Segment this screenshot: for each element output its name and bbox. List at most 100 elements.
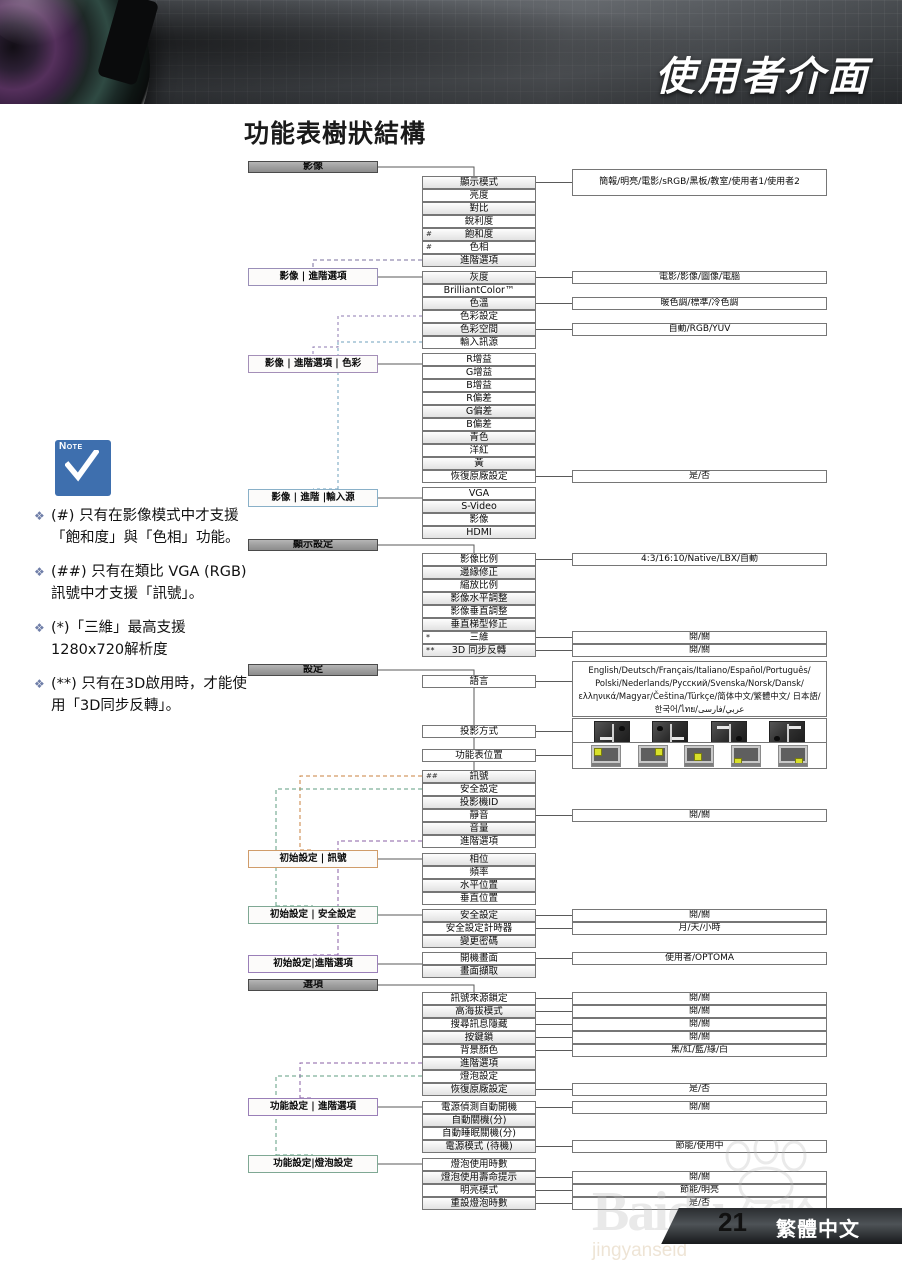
menu-item[interactable]: 影像 — [422, 513, 536, 526]
menu-item-label: 輸入訊源 — [459, 336, 498, 348]
menu-item[interactable]: 顯示模式 — [422, 176, 536, 189]
projection-icon-4[interactable] — [768, 720, 805, 743]
menu-item[interactable]: 頻率 — [422, 866, 536, 879]
menu-position-icon-5[interactable] — [777, 744, 808, 767]
menu-item[interactable]: 燈泡使用壽命提示 — [422, 1171, 536, 1184]
menu-item[interactable]: 靜音 — [422, 809, 536, 822]
menu-item[interactable]: 重設燈泡時數 — [422, 1197, 536, 1210]
menu-item[interactable]: 對比 — [422, 202, 536, 215]
menu-item[interactable]: B增益 — [422, 379, 536, 392]
menu-item[interactable]: 變更密碼 — [422, 935, 536, 948]
note-icon-label: Note — [59, 441, 83, 452]
menu-item[interactable]: 安全設定計時器 — [422, 922, 536, 935]
menu-item[interactable]: 色彩設定 — [422, 310, 536, 323]
menu-item[interactable]: 色溫 — [422, 297, 536, 310]
menu-item[interactable]: 進階選項 — [422, 254, 536, 267]
menu-item[interactable]: 電源模式 (待機) — [422, 1140, 536, 1153]
menu-item-label: S-Video — [461, 500, 497, 512]
menu-item[interactable]: 安全設定 — [422, 783, 536, 796]
menu-item[interactable]: 垂直梯型修正 — [422, 618, 536, 631]
menu-item[interactable]: 銳利度 — [422, 215, 536, 228]
menu-item[interactable]: R偏差 — [422, 392, 536, 405]
menu-item[interactable]: 畫面擷取 — [422, 965, 536, 978]
menu-item[interactable]: 輸入訊源 — [422, 336, 536, 349]
menu-item[interactable]: BrilliantColor™ — [422, 284, 536, 297]
menu-item[interactable]: 明亮模式 — [422, 1184, 536, 1197]
note-bullet-icon: ❖ — [34, 677, 45, 691]
menu-item[interactable]: 影像比例 — [422, 553, 536, 566]
menu-item[interactable]: 色相# — [422, 241, 536, 254]
menu-item-label: 銳利度 — [464, 215, 494, 227]
menu-item[interactable]: HDMI — [422, 526, 536, 539]
menu-item[interactable]: B偏差 — [422, 418, 536, 431]
menu-item[interactable]: 投影方式 — [422, 725, 536, 738]
menu-item[interactable]: R增益 — [422, 353, 536, 366]
menu-item[interactable]: 相位 — [422, 853, 536, 866]
menu-item[interactable]: 飽和度# — [422, 228, 536, 241]
menu-item[interactable]: 語言 — [422, 675, 536, 688]
menu-item[interactable]: 恢復原廠設定 — [422, 1083, 536, 1096]
menu-position-icon-1[interactable] — [591, 744, 622, 767]
menu-item[interactable]: 洋紅 — [422, 444, 536, 457]
menu-item[interactable]: 自動關機(分) — [422, 1114, 536, 1127]
menu-item[interactable]: 縮放比例 — [422, 579, 536, 592]
menu-item[interactable]: 進階選項 — [422, 1057, 536, 1070]
menu-item[interactable]: 邊緣修正 — [422, 566, 536, 579]
menu-item[interactable]: 背景顏色 — [422, 1044, 536, 1057]
menu-item[interactable]: 垂直位置 — [422, 892, 536, 905]
menu-item[interactable]: 水平位置 — [422, 879, 536, 892]
submenu-image-advanced-color[interactable]: 影像 | 進階選項 | 色彩 — [248, 355, 378, 373]
menu-item[interactable]: 色彩空間 — [422, 323, 536, 336]
root-display[interactable]: 顯示設定 — [248, 539, 378, 551]
menu-position-icon-4[interactable] — [731, 744, 762, 767]
menu-item[interactable]: 黃 — [422, 457, 536, 470]
submenu-function-advanced[interactable]: 功能設定 | 進階選項 — [248, 1098, 378, 1116]
menu-item[interactable]: 自動睡眠關機(分) — [422, 1127, 536, 1140]
projection-icon-1[interactable] — [594, 720, 631, 743]
menu-item[interactable]: 恢復原廠設定 — [422, 470, 536, 483]
menu-item[interactable]: 灰度 — [422, 271, 536, 284]
menu-item-label: 畫面擷取 — [459, 965, 498, 977]
menu-item[interactable]: 亮度 — [422, 189, 536, 202]
menu-item[interactable]: 搜尋訊息隱藏 — [422, 1018, 536, 1031]
menu-item[interactable]: 訊號## — [422, 770, 536, 783]
root-options[interactable]: 選項 — [248, 979, 378, 991]
submenu-setup-security[interactable]: 初始設定 | 安全設定 — [248, 906, 378, 924]
note-item: ❖(#) 只有在影像模式中才支援「飽和度」與「色相」功能。 — [34, 505, 252, 549]
menu-item[interactable]: 高海拔模式 — [422, 1005, 536, 1018]
root-setup[interactable]: 設定 — [248, 664, 378, 676]
submenu-setup-advanced[interactable]: 初始設定|進階選項 — [248, 955, 378, 973]
menu-item[interactable]: 進階選項 — [422, 835, 536, 848]
menu-item[interactable]: 音量 — [422, 822, 536, 835]
menu-item[interactable]: 開機畫面 — [422, 952, 536, 965]
menu-item-value: 使用者/OPTOMA — [572, 952, 827, 965]
menu-position-icon-3[interactable] — [684, 744, 715, 767]
menu-item[interactable]: 電源偵測自動開機 — [422, 1101, 536, 1114]
menu-item[interactable]: 安全設定 — [422, 909, 536, 922]
menu-item[interactable]: 3D 同步反轉** — [422, 644, 536, 657]
menu-item[interactable]: G增益 — [422, 366, 536, 379]
projection-icon-3[interactable] — [710, 720, 747, 743]
menu-item[interactable]: 三維* — [422, 631, 536, 644]
submenu-function-lamp[interactable]: 功能設定|燈泡設定 — [248, 1155, 378, 1173]
menu-item[interactable]: S-Video — [422, 500, 536, 513]
submenu-setup-signal[interactable]: 初始設定 | 訊號 — [248, 850, 378, 868]
menu-item[interactable]: 影像垂直調整 — [422, 605, 536, 618]
menu-item[interactable]: G偏差 — [422, 405, 536, 418]
menu-item[interactable]: 影像水平調整 — [422, 592, 536, 605]
menu-item[interactable]: 燈泡使用時數 — [422, 1158, 536, 1171]
menu-item[interactable]: 燈泡設定 — [422, 1070, 536, 1083]
projection-icon-2[interactable] — [652, 720, 689, 743]
menu-item[interactable]: 功能表位置 — [422, 749, 536, 762]
menu-item[interactable]: 投影機ID — [422, 796, 536, 809]
projection-mode-icons[interactable] — [572, 718, 827, 745]
menu-item[interactable]: 按鍵鎖 — [422, 1031, 536, 1044]
root-image[interactable]: 影像 — [248, 161, 378, 173]
menu-position-icon-2[interactable] — [637, 744, 668, 767]
menu-position-icons[interactable] — [572, 742, 827, 769]
menu-item[interactable]: VGA — [422, 487, 536, 500]
submenu-image-advanced-source[interactable]: 影像 | 進階 |輸入源 — [248, 489, 378, 507]
submenu-image-advanced[interactable]: 影像 | 進階選項 — [248, 268, 378, 286]
menu-item[interactable]: 青色 — [422, 431, 536, 444]
menu-item[interactable]: 訊號來源鎖定 — [422, 992, 536, 1005]
